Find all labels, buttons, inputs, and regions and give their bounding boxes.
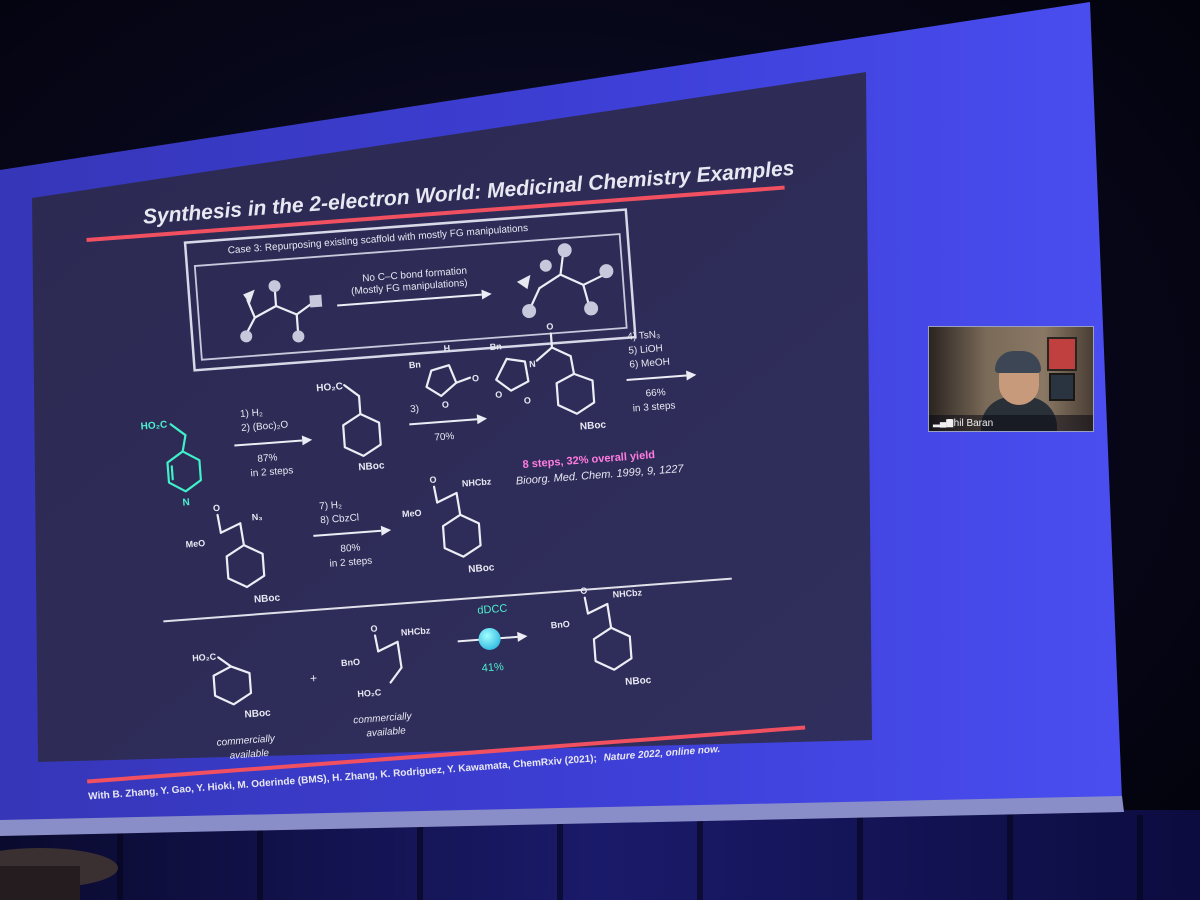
webcam-name-bar bbox=[929, 415, 1093, 431]
signal-bars-icon: ▂▄▆ bbox=[933, 417, 954, 427]
wall-picture-2 bbox=[1049, 373, 1075, 401]
presenter-cap bbox=[995, 351, 1041, 373]
podium-stem bbox=[0, 866, 80, 900]
wall-picture-1 bbox=[1047, 337, 1077, 371]
participant-name: Phil Baran bbox=[947, 418, 994, 429]
webcam-thumbnail[interactable]: ▂▄▆ Phil Baran bbox=[928, 326, 1094, 432]
screen-bottom-bar bbox=[0, 796, 1124, 836]
